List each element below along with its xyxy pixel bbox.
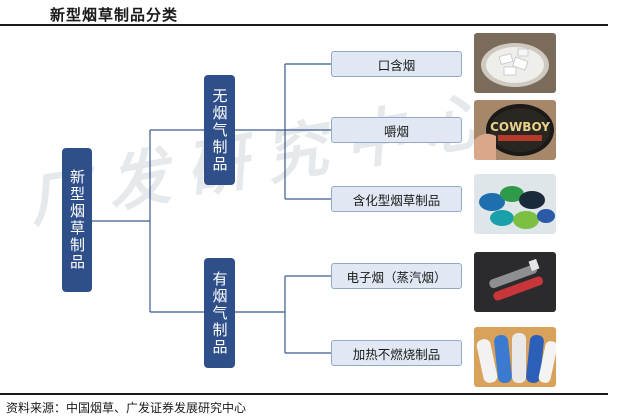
svg-text:COWBOY: COWBOY xyxy=(490,120,550,134)
leaf-node-dissolvable: 含化型烟草制品 xyxy=(331,186,462,212)
chewing-tobacco-tin-photo: COWBOY xyxy=(474,100,556,160)
root-node-label: 新型烟草制品 xyxy=(68,169,86,271)
source-note: 资料来源：中国烟草、广发证券发展研究中心 xyxy=(6,401,247,415)
branch-node-label: 无烟气制品 xyxy=(210,87,229,173)
leaf-node-label: 含化型烟草制品 xyxy=(352,192,441,208)
branch-node-smokeless: 无烟气制品 xyxy=(204,75,235,185)
bottom-rule xyxy=(0,393,608,395)
figure-title: 新型烟草制品分类 xyxy=(50,6,179,24)
leaf-node-label: 嚼烟 xyxy=(383,123,409,139)
leaf-node-snus: 口含烟 xyxy=(331,51,462,77)
heated-tobacco-device-photo xyxy=(474,327,556,387)
leaf-node-label: 电子烟（蒸汽烟） xyxy=(346,269,447,285)
leaf-node-label: 加热不燃烧制品 xyxy=(352,346,441,362)
branch-node-label: 有烟气制品 xyxy=(210,270,229,356)
branch-node-smoke: 有烟气制品 xyxy=(204,258,235,368)
e-cigarette-photo xyxy=(474,252,556,312)
leaf-node-label: 口含烟 xyxy=(377,57,416,73)
leaf-node-e-cigarette: 电子烟（蒸汽烟） xyxy=(331,263,462,289)
top-rule xyxy=(0,24,608,26)
root-node: 新型烟草制品 xyxy=(62,148,92,292)
dissolvable-tobacco-tins-photo xyxy=(474,174,556,234)
leaf-node-heat-not-burn: 加热不燃烧制品 xyxy=(331,340,462,366)
snus-tin-photo xyxy=(474,33,556,93)
leaf-node-chewing-tobacco: 嚼烟 xyxy=(331,117,462,143)
